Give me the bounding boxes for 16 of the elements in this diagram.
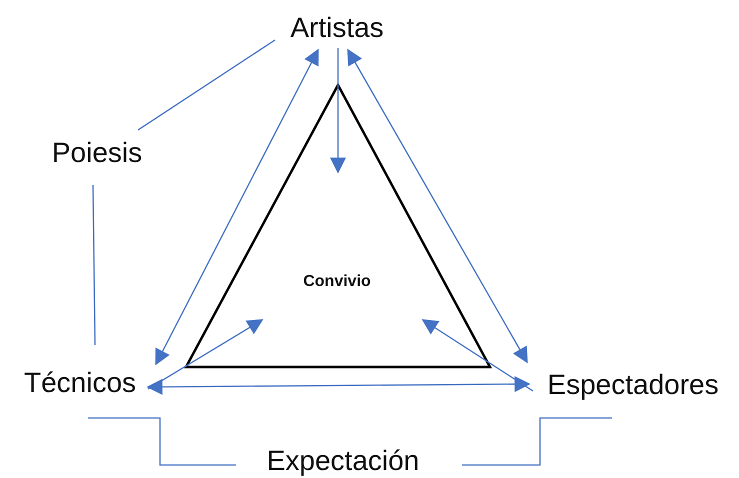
role-label: Artistas <box>290 12 384 44</box>
connector-line <box>92 185 96 345</box>
arrow <box>330 48 346 174</box>
connector-line <box>462 417 612 466</box>
arrow <box>148 319 264 390</box>
connector-line <box>88 417 236 466</box>
role-label: Espectadores <box>547 369 719 401</box>
arrow <box>347 48 528 364</box>
role-label: Técnicos <box>24 367 136 399</box>
center-label: Convivio <box>302 273 372 291</box>
arrow <box>422 319 534 392</box>
role-label: Expectación <box>266 445 420 477</box>
arrow <box>155 48 319 366</box>
connector-line <box>138 39 276 131</box>
arrow <box>146 376 531 395</box>
role-label: Poiesis <box>52 137 142 169</box>
